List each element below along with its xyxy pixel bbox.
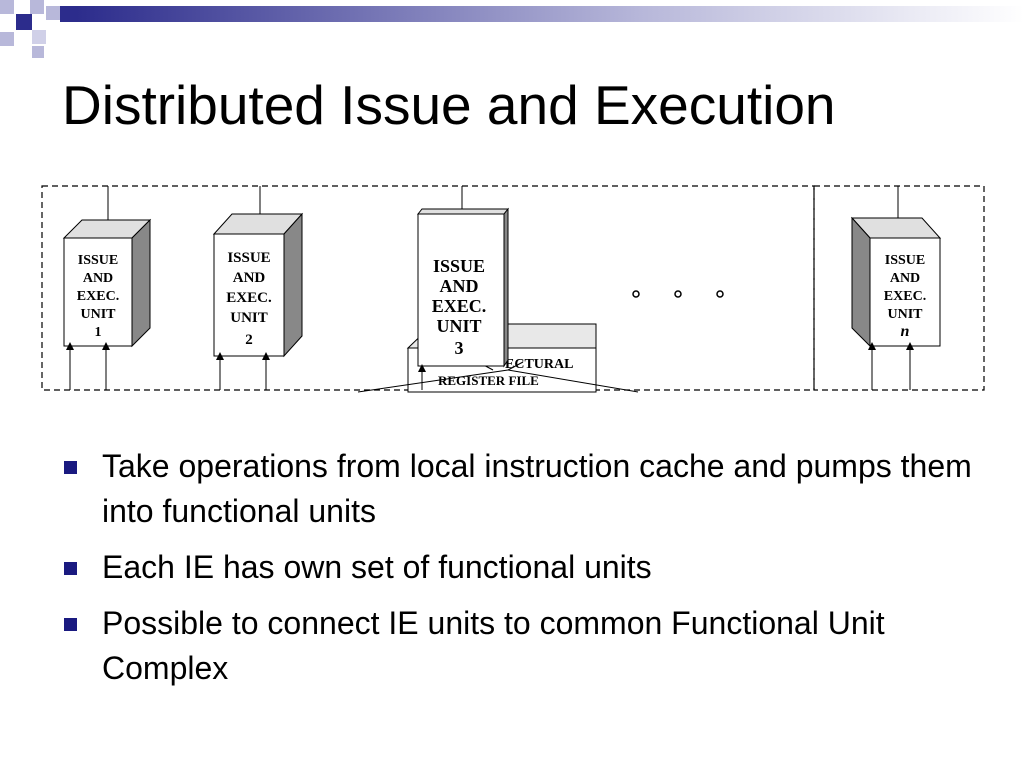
issue-exec-unit-n: ISSUE AND EXEC. UNIT n	[850, 186, 942, 390]
bullet-item: Possible to connect IE units to common F…	[62, 601, 982, 691]
slide-title: Distributed Issue and Execution	[62, 74, 836, 136]
bullet-text: Each IE has own set of functional units	[102, 549, 652, 585]
unit-n-line-1: ISSUE	[885, 253, 925, 268]
header-square	[0, 32, 14, 46]
unit-1-line-4: UNIT	[80, 307, 116, 322]
unit-1-line-2: AND	[83, 271, 113, 286]
more-units-ellipsis	[632, 290, 724, 298]
header-gradient-bar	[76, 6, 1024, 22]
register-file-label-1: ECTURAL	[505, 357, 573, 372]
header-square	[0, 0, 14, 14]
header-square	[16, 14, 32, 30]
unit-3-line-1: ISSUE	[433, 256, 485, 276]
header-decoration	[0, 0, 1024, 58]
bullet-text: Possible to connect IE units to common F…	[102, 605, 885, 686]
issue-exec-unit-3: ISSUE AND EXEC. UNIT 3	[416, 186, 510, 390]
issue-exec-unit-1: ISSUE AND EXEC. UNIT 1	[62, 186, 152, 390]
unit-2-line-1: ISSUE	[227, 250, 270, 266]
issue-exec-diagram: ECTURAL REGISTER FILE ISSUE AND EXEC. UN…	[41, 185, 985, 393]
unit-n-line-5: n	[901, 323, 910, 340]
bullet-list: Take operations from local instruction c…	[62, 444, 982, 702]
header-square	[30, 0, 44, 14]
square-bullet-icon	[64, 461, 77, 474]
unit-n-line-3: EXEC.	[884, 289, 926, 304]
unit-3-line-2: AND	[440, 276, 479, 296]
bullet-item: Each IE has own set of functional units	[62, 545, 982, 590]
header-square	[60, 6, 76, 22]
unit-2-line-4: UNIT	[230, 310, 268, 326]
dashed-frame-unit-n	[813, 185, 985, 391]
unit-2-line-5: 2	[245, 332, 253, 348]
unit-1-line-1: ISSUE	[78, 253, 118, 268]
header-square	[46, 6, 60, 20]
unit-2-line-2: AND	[233, 270, 266, 286]
unit-1-line-5: 1	[95, 325, 102, 340]
square-bullet-icon	[64, 618, 77, 631]
unit-3-line-3: EXEC.	[432, 296, 487, 316]
bullet-text: Take operations from local instruction c…	[102, 448, 972, 529]
header-square	[32, 30, 46, 44]
header-square	[14, 0, 30, 16]
unit-3-line-5: 3	[455, 338, 464, 358]
bullet-item: Take operations from local instruction c…	[62, 444, 982, 534]
square-bullet-icon	[64, 562, 77, 575]
unit-n-line-2: AND	[890, 271, 920, 286]
register-file-label-2: REGISTER FILE	[438, 373, 539, 388]
header-square	[32, 46, 44, 58]
unit-1-line-3: EXEC.	[77, 289, 119, 304]
unit-n-line-4: UNIT	[887, 307, 923, 322]
issue-exec-unit-2: ISSUE AND EXEC. UNIT 2	[212, 186, 304, 390]
unit-3-line-4: UNIT	[436, 316, 481, 336]
unit-2-line-3: EXEC.	[226, 290, 272, 306]
